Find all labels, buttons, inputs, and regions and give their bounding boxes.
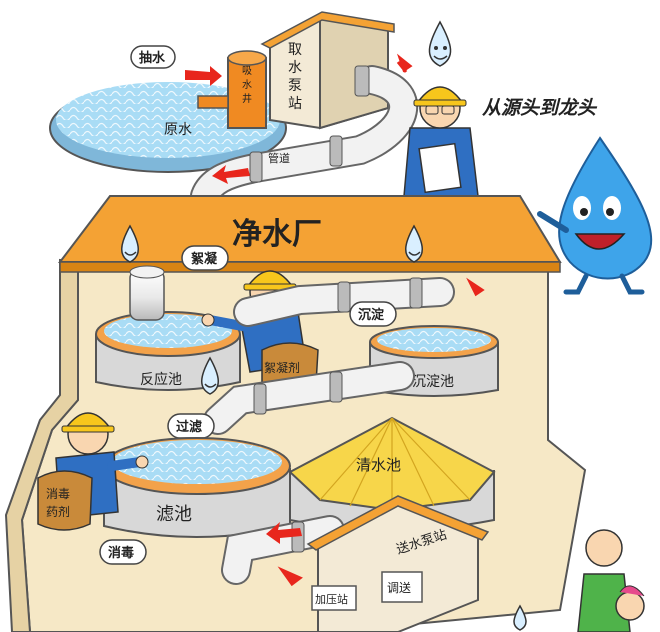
source-pipe [190, 65, 419, 211]
reaction-inlet-pipe [129, 265, 165, 321]
sediment-in-arrow-icon [466, 277, 485, 297]
plant-title: 净水厂 [232, 217, 322, 252]
well-label-1: 吸 [242, 66, 252, 77]
disinfection-label: 消毒 [108, 545, 134, 561]
sedimentation-tank-label: 沉淀池 [412, 374, 454, 390]
disinfection-badge [99, 539, 147, 565]
delivery-pump-station [306, 495, 490, 632]
coagulation-label: 絮凝 [191, 251, 218, 267]
pump-arrow-icon [185, 66, 222, 86]
dispatch-label: 调送 [387, 580, 411, 595]
pipe-flow-arrow-icon [212, 165, 250, 184]
intake-station-label-3: 泵 [288, 78, 302, 94]
reservoir-label: 原水 [164, 122, 192, 138]
pump-label-badge [130, 45, 176, 69]
intake-station-label-1: 取 [288, 42, 302, 58]
disinfectant-label-2: 药剂 [46, 504, 70, 519]
coagulant-label: 絮凝剂 [264, 360, 300, 375]
disinfectant-label-1: 消毒 [46, 487, 70, 501]
suction-well [197, 50, 267, 129]
booster-label: 加压站 [315, 592, 348, 606]
coagulation-badge [181, 245, 229, 271]
sedimentation-label: 沉淀 [358, 307, 385, 323]
intake-station-label-2: 水 [288, 60, 302, 76]
outflow-arrow-icon [277, 566, 303, 587]
inspector-worker [403, 86, 479, 197]
reaction-tank-label: 反应池 [140, 371, 182, 388]
station-out-arrow-icon [396, 53, 413, 73]
intake-pump-station [260, 11, 395, 130]
slogan: 从源头到龙头 [482, 97, 598, 119]
filter-tank [103, 437, 291, 538]
droplet-mascot-filter [201, 356, 219, 395]
intake-station-label-4: 站 [288, 96, 302, 112]
pipe-label: 管道 [268, 151, 290, 165]
spectator-cartoon [513, 529, 645, 632]
clear-water-tank-label: 清水池 [356, 456, 401, 474]
disinfectant-sack [37, 470, 93, 531]
sedimentation-badge [349, 301, 397, 327]
reaction-to-sediment-pipe [233, 277, 455, 327]
filter-tank-label: 滤池 [156, 504, 192, 525]
filtration-label: 过滤 [176, 419, 202, 435]
droplet-mascot-small [428, 20, 452, 67]
sediment-to-filter-pipe [203, 361, 415, 435]
well-label-2: 水 [242, 79, 252, 91]
droplet-mascot-large [537, 136, 653, 295]
well-label-3: 井 [242, 92, 252, 105]
droplet-mascot-coag [121, 224, 139, 263]
pump-label: 抽水 [139, 50, 166, 66]
disinfection-arrow-icon [266, 522, 302, 544]
droplet-mascot-sediment [405, 224, 423, 263]
